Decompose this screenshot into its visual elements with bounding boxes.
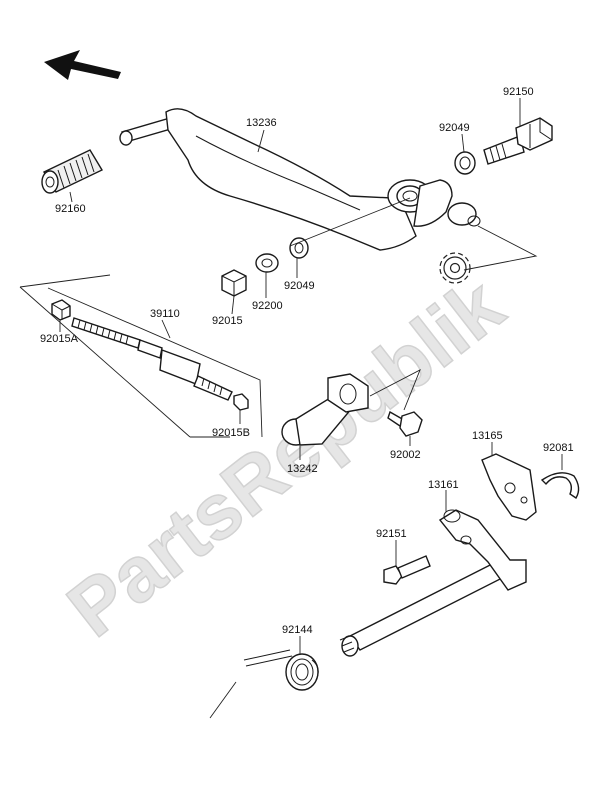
label-92160: 92160 xyxy=(55,203,86,215)
label-13165: 13165 xyxy=(472,430,503,442)
pivot-bolt xyxy=(483,117,553,165)
label-92049-upper: 92049 xyxy=(439,122,470,134)
spring-bracket xyxy=(209,681,237,719)
return-spring xyxy=(243,649,319,691)
shift-pedal xyxy=(119,108,481,251)
label-92002: 92002 xyxy=(390,449,421,461)
bolt-92151 xyxy=(383,555,431,585)
label-92049-lower: 92049 xyxy=(284,280,315,292)
shift-arm xyxy=(281,373,369,446)
label-92150: 92150 xyxy=(503,86,534,98)
label-92144: 92144 xyxy=(282,624,313,636)
circlip xyxy=(540,472,580,499)
bolt-92002 xyxy=(387,410,423,437)
washer-lower xyxy=(289,237,309,259)
gear-icon xyxy=(439,252,471,284)
part-labels: 13236 92150 92049 92160 92049 92200 9201… xyxy=(40,86,574,636)
label-92081: 92081 xyxy=(543,442,574,454)
tie-rod-bracket xyxy=(19,274,263,438)
washer-upper xyxy=(454,151,476,175)
label-13161: 13161 xyxy=(428,479,459,491)
washer-92200 xyxy=(255,253,279,273)
label-13236: 13236 xyxy=(246,117,277,129)
cap-nut xyxy=(221,269,247,297)
label-13242: 13242 xyxy=(287,463,318,475)
label-92015B: 92015B xyxy=(212,427,250,439)
label-92200: 92200 xyxy=(252,300,283,312)
label-92151: 92151 xyxy=(376,528,407,540)
label-39110: 39110 xyxy=(150,308,180,320)
shift-arm-bracket xyxy=(369,369,421,411)
pedal-rubber xyxy=(41,149,103,194)
front-direction-arrow-icon xyxy=(44,50,121,80)
label-92015A: 92015A xyxy=(40,333,79,345)
tie-rod xyxy=(51,299,249,411)
label-92015: 92015 xyxy=(212,315,243,327)
shift-plate xyxy=(481,453,537,521)
shift-shaft xyxy=(339,509,527,657)
leader-lines xyxy=(59,98,563,654)
